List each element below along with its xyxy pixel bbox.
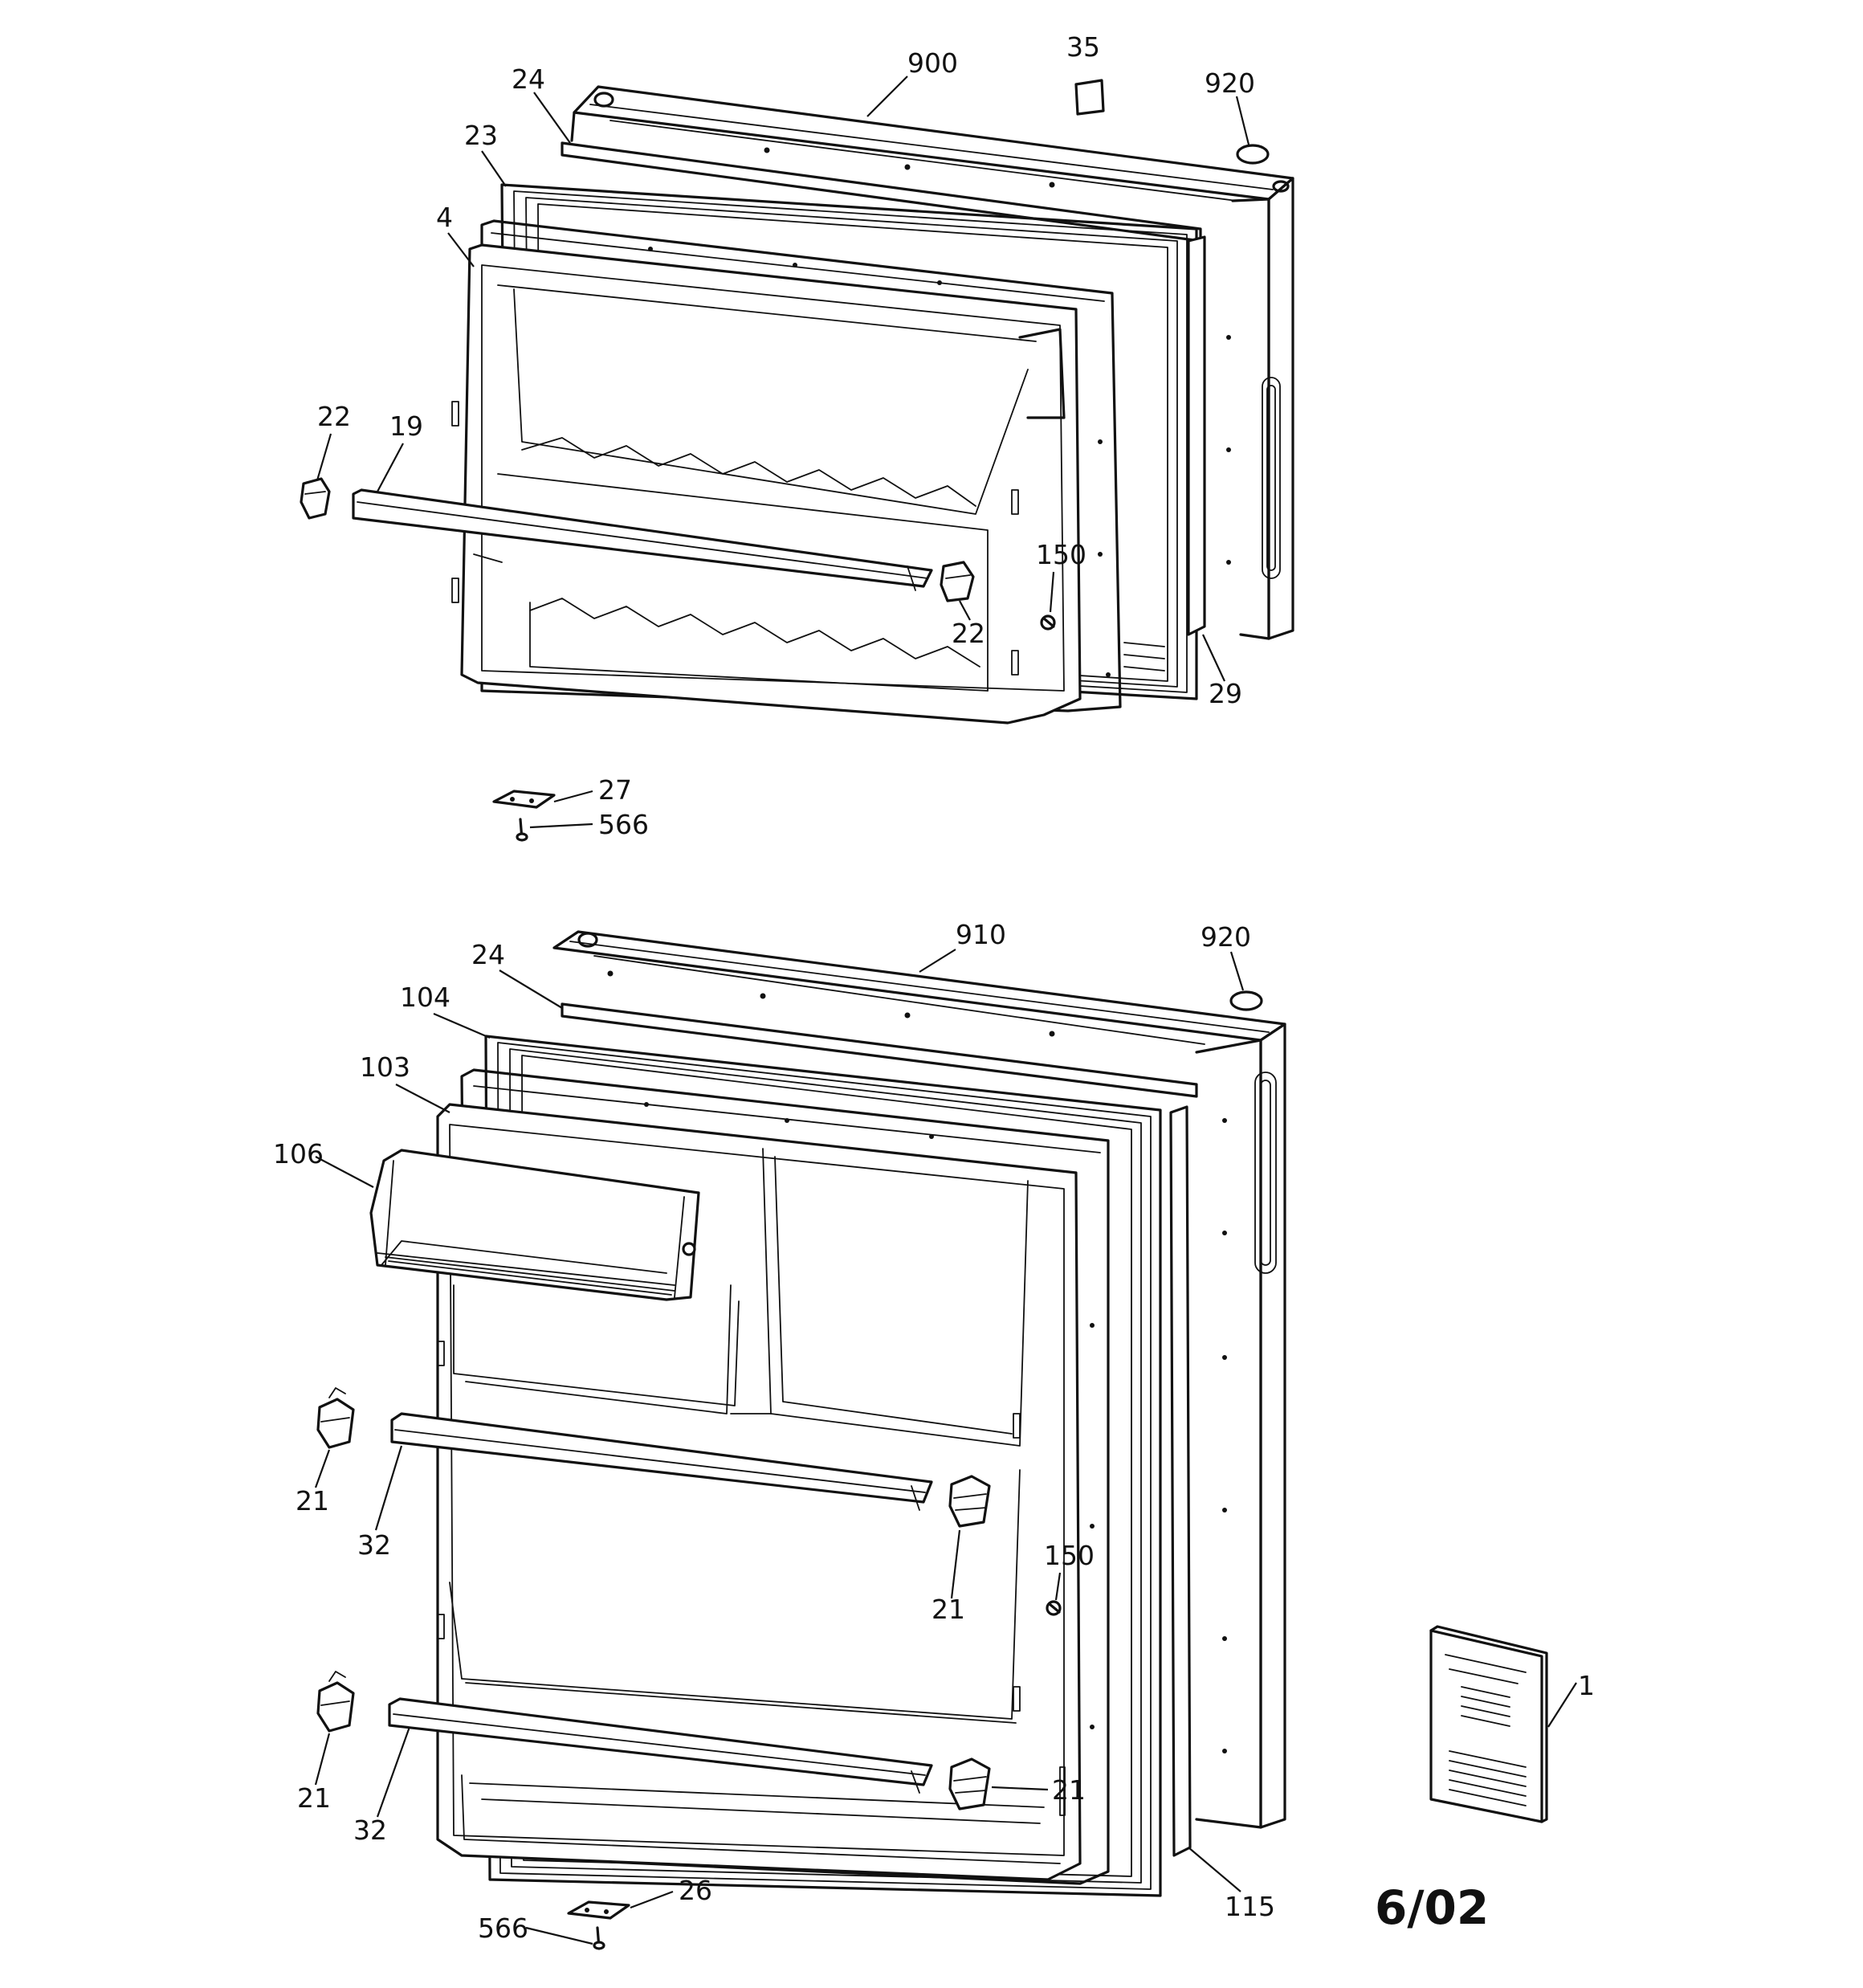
callout-4: 4 — [436, 202, 453, 233]
callout-21-upper-right: 21 — [932, 1594, 965, 1625]
freezer-door-assembly: 900 35 920 24 23 4 22 19 150 22 29 27 56… — [300, 31, 1294, 842]
end-cap-22-right — [940, 561, 975, 602]
leader-22-right — [959, 600, 971, 621]
callout-566-bottom: 566 — [478, 1912, 528, 1944]
callout-103: 103 — [360, 1051, 410, 1083]
outer-door-panel-910 — [552, 930, 1286, 1829]
date-code: 6/02 — [1375, 1880, 1489, 1935]
callout-29: 29 — [1209, 678, 1242, 709]
callout-22-right: 22 — [952, 618, 985, 649]
callout-150-bottom: 150 — [1044, 1540, 1095, 1571]
owner-manual-1 — [1429, 1625, 1548, 1823]
leader-19 — [377, 443, 404, 492]
screw-150-bottom — [1046, 1600, 1062, 1616]
leader-115 — [1188, 1847, 1241, 1892]
callout-21-upper-left: 21 — [296, 1485, 329, 1517]
callout-920-bottom: 920 — [1201, 921, 1251, 953]
callout-19: 19 — [389, 410, 423, 442]
shelf-bar-19 — [352, 488, 933, 591]
callout-1: 1 — [1578, 1670, 1595, 1701]
bracket-21-upper-right — [948, 1475, 991, 1528]
strip-29 — [1187, 235, 1206, 636]
callout-22-left: 22 — [317, 401, 351, 432]
hinge-plate-27 — [492, 790, 556, 809]
leader-566-bottom — [525, 1926, 593, 1945]
leader-23 — [481, 150, 507, 187]
leader-24-bottom — [499, 970, 563, 1009]
leader-104 — [433, 1012, 491, 1039]
leader-26 — [630, 1890, 674, 1909]
callout-24-bottom: 24 — [471, 939, 505, 970]
callout-32-lower: 32 — [353, 1815, 387, 1846]
callout-920: 920 — [1205, 67, 1255, 99]
outer-door-panel-900 — [570, 85, 1294, 640]
callout-35: 35 — [1066, 31, 1100, 63]
leader-920-bottom — [1229, 951, 1245, 991]
shelf-bar-32-lower — [388, 1697, 933, 1794]
leader-150 — [1049, 571, 1055, 613]
hinge-plate-26 — [567, 1900, 630, 1920]
plug-920-bottom — [1229, 990, 1263, 1011]
callout-115: 115 — [1225, 1891, 1275, 1922]
bracket-21-lower-right — [948, 1757, 991, 1810]
leader-27 — [553, 790, 593, 803]
leader-103 — [395, 1084, 450, 1113]
callout-900: 900 — [907, 47, 958, 79]
leader-21-lower-left — [314, 1733, 331, 1786]
inner-liner — [436, 1103, 1082, 1881]
shelf-liner — [451, 243, 1082, 725]
leader-106 — [315, 1156, 374, 1188]
callout-106: 106 — [273, 1138, 324, 1170]
leader-566 — [529, 823, 593, 829]
shelf-bar-32-upper — [390, 1412, 933, 1511]
callout-32-upper: 32 — [357, 1529, 391, 1561]
leader-21-lower-right — [991, 1786, 1049, 1791]
plug-920 — [1236, 144, 1270, 165]
callout-24: 24 — [512, 63, 545, 95]
leader-150-bottom — [1054, 1572, 1062, 1601]
leader-910 — [919, 949, 956, 973]
screw-150-top — [1040, 614, 1056, 631]
callout-27: 27 — [598, 774, 632, 806]
leader-32-lower — [376, 1726, 411, 1818]
end-cap-22-left — [300, 477, 331, 520]
leader-4 — [447, 232, 475, 267]
screw-566-top — [516, 818, 528, 842]
bracket-21-upper-left — [316, 1387, 355, 1449]
callout-23: 23 — [464, 120, 498, 151]
strip-24-bottom — [561, 1002, 1198, 1098]
strip-115 — [1169, 1105, 1192, 1857]
fresh-food-door-assembly: 6/02 910 920 24 104 103 106 21 32 150 21… — [273, 919, 1595, 1950]
bracket-21-lower-left — [316, 1671, 355, 1733]
callout-910: 910 — [956, 919, 1006, 950]
leader-22-left — [316, 433, 332, 481]
door-liner-4 — [480, 219, 1122, 712]
leader-1 — [1547, 1682, 1577, 1728]
callout-566: 566 — [598, 809, 649, 840]
leader-21-upper-left — [314, 1449, 331, 1488]
leader-32-upper — [374, 1445, 403, 1531]
leader-920 — [1235, 96, 1250, 145]
callout-21-lower-right: 21 — [1052, 1774, 1086, 1806]
leader-21-upper-right — [950, 1529, 961, 1599]
callout-150: 150 — [1036, 539, 1086, 570]
leader-24 — [533, 92, 571, 144]
dairy-door-106 — [369, 1149, 700, 1301]
callout-21-lower-left: 21 — [297, 1782, 331, 1814]
leader-900 — [866, 76, 908, 117]
screw-566-bottom — [593, 1926, 605, 1950]
callout-26: 26 — [679, 1875, 712, 1906]
callout-104: 104 — [400, 982, 450, 1013]
pad-35 — [1074, 79, 1105, 116]
leader-29 — [1202, 634, 1225, 682]
